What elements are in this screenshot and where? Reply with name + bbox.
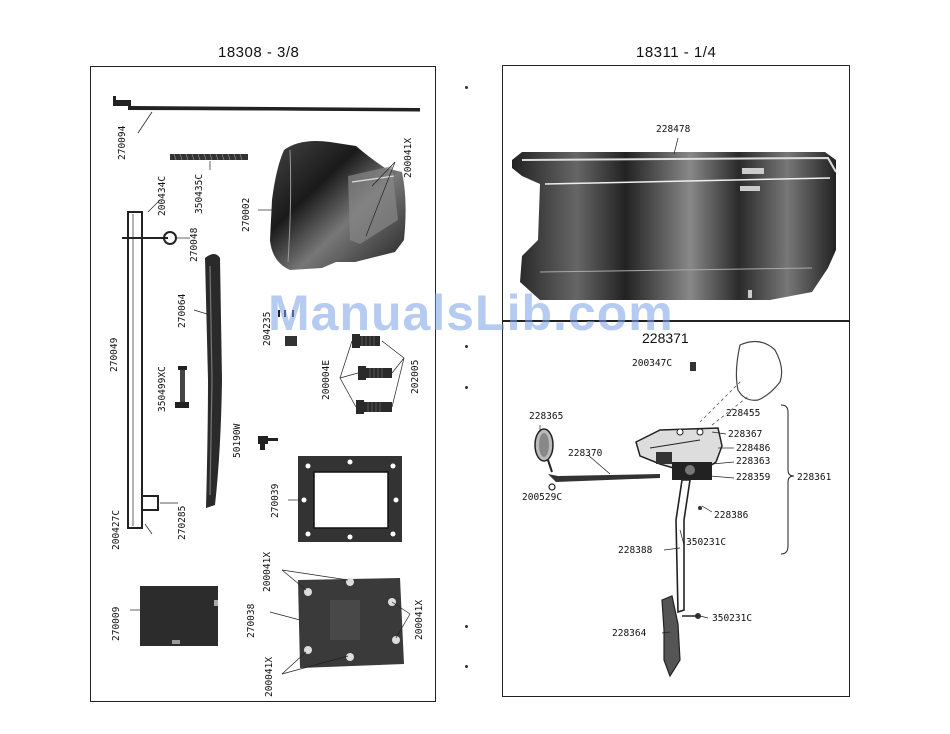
label-228478: 228478 bbox=[656, 124, 691, 135]
label-270064: 270064 bbox=[177, 293, 188, 328]
label-228365: 228365 bbox=[529, 411, 564, 422]
label-350499XC: 350499XC bbox=[157, 366, 168, 412]
part-228478-tray bbox=[512, 152, 837, 300]
label-200004E: 200004E bbox=[321, 359, 332, 400]
label-270009: 270009 bbox=[111, 606, 122, 641]
label-200041X-b: 200041X bbox=[262, 551, 273, 592]
label-228386: 228386 bbox=[714, 510, 749, 521]
label-228364: 228364 bbox=[612, 628, 647, 639]
label-200041X-a: 200041X bbox=[403, 137, 414, 178]
margin-dot bbox=[465, 345, 468, 348]
part-228370-rod bbox=[548, 474, 660, 482]
part-270094-rod bbox=[113, 96, 421, 112]
margin-dot bbox=[465, 625, 468, 628]
label-270094: 270094 bbox=[117, 125, 128, 160]
label-270285: 270285 bbox=[177, 505, 188, 540]
part-228455-cover-outline bbox=[735, 340, 783, 401]
label-228370: 228370 bbox=[568, 448, 603, 459]
part-50190W-fitting bbox=[258, 436, 278, 450]
part-270049-rod-assembly bbox=[122, 211, 177, 529]
label-270039: 270039 bbox=[270, 483, 281, 518]
part-204235-pin bbox=[285, 336, 297, 346]
label-200041X-c: 200041X bbox=[264, 656, 275, 697]
label-350231C-a: 350231C bbox=[686, 537, 727, 548]
left-page-title: 18308 - 3/8 bbox=[218, 44, 300, 61]
right-page-title: 18311 - 1/4 bbox=[636, 44, 717, 61]
label-200041X-d: 200041X bbox=[414, 599, 425, 640]
right-parts-panel bbox=[502, 65, 850, 697]
label-228371: 228371 bbox=[642, 330, 689, 346]
label-200529C: 200529C bbox=[522, 492, 563, 503]
label-270038: 270038 bbox=[246, 603, 257, 638]
right-panel-divider bbox=[502, 320, 850, 322]
label-228361: 228361 bbox=[797, 472, 832, 483]
label-228455: 228455 bbox=[726, 408, 761, 419]
label-200347C: 200347C bbox=[632, 358, 673, 369]
part-350499XC-pin bbox=[175, 366, 189, 408]
label-200427C: 200427C bbox=[111, 509, 122, 550]
part-270038-cover bbox=[298, 578, 404, 668]
watermark: ManualsLib.com bbox=[268, 285, 674, 341]
label-202005: 202005 bbox=[410, 359, 421, 394]
part-350435C-spring bbox=[170, 154, 248, 160]
part-270064-strip bbox=[205, 254, 222, 508]
label-228388: 228388 bbox=[618, 545, 653, 556]
margin-dot bbox=[465, 86, 468, 89]
label-270048: 270048 bbox=[189, 227, 200, 262]
label-350231C-b: 350231C bbox=[712, 613, 753, 624]
part-228367-bracket bbox=[635, 427, 723, 480]
label-228486: 228486 bbox=[736, 443, 771, 454]
margin-dot bbox=[465, 665, 468, 668]
label-50190W: 50190W bbox=[232, 423, 243, 458]
label-270049: 270049 bbox=[109, 337, 120, 372]
part-200347C-screw bbox=[690, 362, 696, 371]
part-270009-plate bbox=[140, 586, 218, 646]
label-270002: 270002 bbox=[241, 197, 252, 232]
part-228365-pad bbox=[534, 428, 554, 462]
part-228388-lever bbox=[675, 479, 691, 614]
label-228367: 228367 bbox=[728, 429, 763, 440]
label-228363: 228363 bbox=[736, 456, 771, 467]
margin-dot bbox=[465, 386, 468, 389]
part-270039-gasket bbox=[298, 456, 402, 542]
label-350435C: 350435C bbox=[194, 173, 205, 214]
label-200434C: 200434C bbox=[157, 175, 168, 216]
left-parts-panel bbox=[90, 66, 436, 702]
part-228364-plate bbox=[661, 595, 681, 678]
label-228359: 228359 bbox=[736, 472, 771, 483]
